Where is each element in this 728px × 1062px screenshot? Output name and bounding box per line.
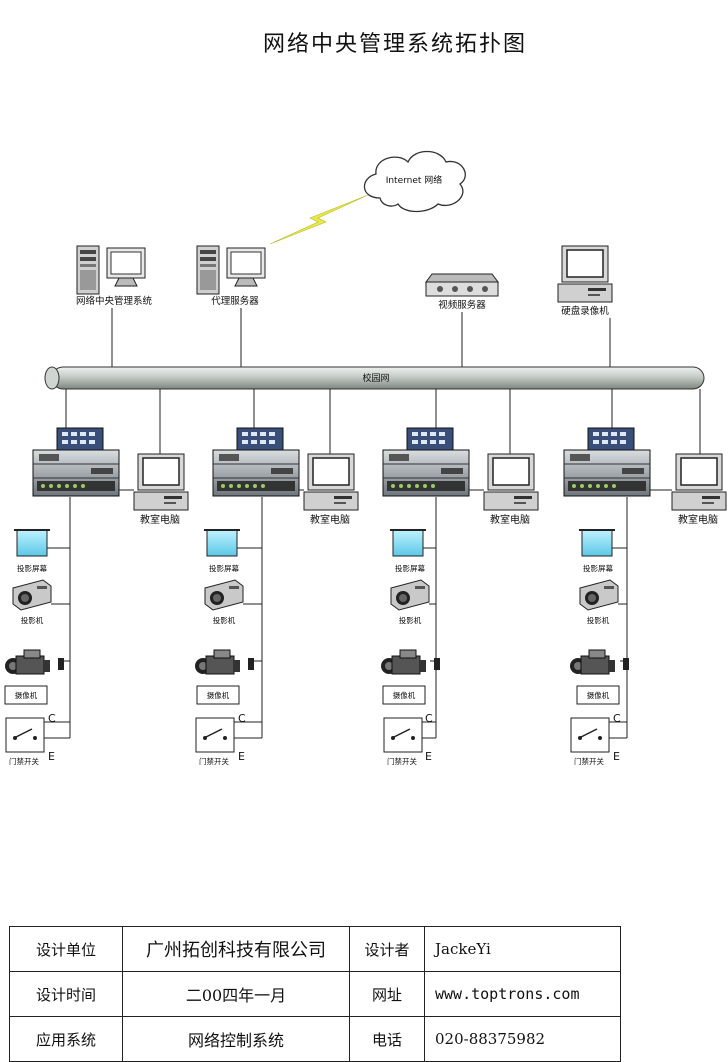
design-time-key: 设计时间 bbox=[9, 971, 123, 1017]
classroom-pc-label: 教室电脑 bbox=[490, 513, 530, 526]
phone-key: 电话 bbox=[349, 1016, 425, 1062]
dvr-label: 硬盘录像机 bbox=[561, 305, 609, 317]
camera-box-label: 摄像机 bbox=[587, 690, 610, 700]
dvr-icon bbox=[557, 245, 613, 303]
wireless-link-icon bbox=[269, 194, 369, 245]
door-c-label: C bbox=[48, 712, 56, 725]
central-management-server-icon bbox=[76, 245, 146, 295]
door-switch-label: 门禁开关 bbox=[9, 756, 39, 766]
cloud-label: Internet 网络 bbox=[386, 174, 443, 186]
video-server-icon bbox=[425, 273, 499, 297]
door-e-label: E bbox=[48, 750, 55, 763]
classroom-branch-4: 教室电脑 投影屏幕 投影机 摄像机 C E 门禁开关 bbox=[563, 427, 727, 766]
website-value: www.toptrons.com bbox=[424, 971, 621, 1017]
door-switch-label: 门禁开关 bbox=[574, 756, 604, 766]
projection-screen-label: 投影屏幕 bbox=[209, 563, 239, 573]
page-title: 网络中央管理系统拓扑图 bbox=[262, 32, 527, 57]
camera-box-label: 摄像机 bbox=[15, 690, 38, 700]
door-switch-label: 门禁开关 bbox=[199, 756, 229, 766]
door-e-label: E bbox=[613, 750, 620, 763]
door-c-label: C bbox=[238, 712, 246, 725]
table-row: 应用系统 网络控制系统 电话 020-88375982 bbox=[9, 1016, 621, 1062]
design-info-table: 设计单位 广州拓创科技有限公司 设计者 JackeYi 设计时间 二00四年一月… bbox=[9, 926, 621, 1062]
door-e-label: E bbox=[238, 750, 245, 763]
designer-key: 设计者 bbox=[349, 926, 425, 972]
door-e-label: E bbox=[425, 750, 432, 763]
classroom-branch-1: 教室电脑 投影屏幕 投影机 摄像机 C E 门禁开关 bbox=[4, 427, 189, 766]
table-row: 设计时间 二00四年一月 网址 www.toptrons.com bbox=[9, 971, 621, 1017]
designer-value: JackeYi bbox=[424, 926, 621, 972]
classroom-pc-label: 教室电脑 bbox=[140, 513, 180, 526]
projection-screen-label: 投影屏幕 bbox=[395, 563, 425, 573]
proxy-server-icon bbox=[196, 245, 266, 295]
application-system-value: 网络控制系统 bbox=[122, 1016, 350, 1062]
projector-label: 投影机 bbox=[399, 615, 422, 625]
campus-network-backbone bbox=[44, 366, 705, 390]
projection-screen-label: 投影屏幕 bbox=[17, 563, 47, 573]
door-switch-label: 门禁开关 bbox=[387, 756, 417, 766]
design-time-value: 二00四年一月 bbox=[122, 971, 350, 1017]
classroom-pc-label: 教室电脑 bbox=[678, 513, 718, 526]
camera-box-label: 摄像机 bbox=[393, 690, 416, 700]
website-key: 网址 bbox=[349, 971, 425, 1017]
phone-value: 020-88375982 bbox=[424, 1016, 621, 1062]
uplink-lines bbox=[111, 308, 611, 368]
internet-cloud-icon bbox=[363, 150, 466, 213]
classroom-branch-2: 教室电脑 投影屏幕 投影机 摄像机 C E 门禁开关 bbox=[194, 427, 359, 766]
backbone-label: 校园网 bbox=[362, 372, 389, 384]
video-server-label: 视频服务器 bbox=[438, 299, 486, 311]
door-c-label: C bbox=[425, 712, 433, 725]
classroom-pc-label: 教室电脑 bbox=[310, 513, 350, 526]
application-system-key: 应用系统 bbox=[9, 1016, 123, 1062]
classroom-branch-3: 教室电脑 投影屏幕 投影机 摄像机 C E 门禁开关 bbox=[380, 427, 539, 766]
camera-box-label: 摄像机 bbox=[207, 690, 230, 700]
proxy-server-label: 代理服务器 bbox=[211, 295, 259, 307]
projector-label: 投影机 bbox=[587, 615, 610, 625]
projector-label: 投影机 bbox=[213, 615, 236, 625]
drop-lines bbox=[65, 389, 701, 456]
design-unit-key: 设计单位 bbox=[9, 926, 123, 972]
door-c-label: C bbox=[613, 712, 621, 725]
design-unit-value: 广州拓创科技有限公司 bbox=[122, 926, 350, 972]
table-row: 设计单位 广州拓创科技有限公司 设计者 JackeYi bbox=[9, 926, 621, 972]
central-management-label: 网络中央管理系统 bbox=[76, 295, 153, 307]
projector-label: 投影机 bbox=[21, 615, 44, 625]
projection-screen-label: 投影屏幕 bbox=[583, 563, 613, 573]
